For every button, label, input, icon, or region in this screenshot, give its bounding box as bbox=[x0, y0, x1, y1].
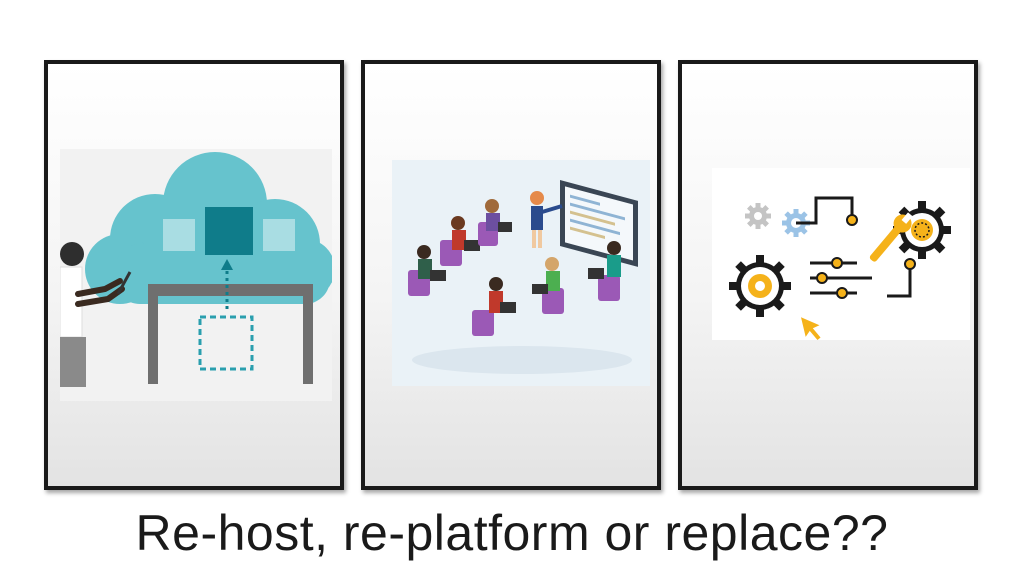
panel-replace bbox=[678, 60, 978, 490]
slide-caption: Re-host, re-platform or replace?? bbox=[135, 505, 889, 561]
gears-wrench-circuit-illustration bbox=[712, 168, 970, 340]
cloud-migration-illustration bbox=[60, 149, 332, 401]
panel-replatform bbox=[361, 60, 661, 490]
training-meeting-illustration bbox=[392, 160, 650, 386]
panel-rehost bbox=[44, 60, 344, 490]
